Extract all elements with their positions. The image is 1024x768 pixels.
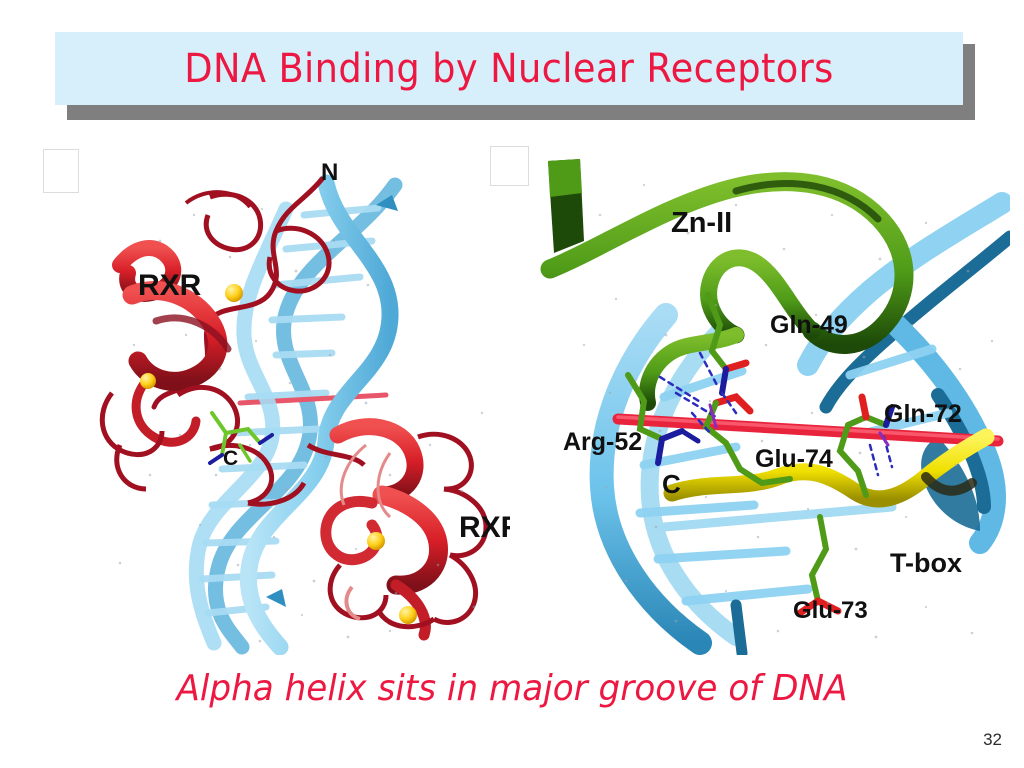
rxr-domain-lower bbox=[306, 418, 489, 641]
base-pair-rod bbox=[612, 413, 1004, 447]
rxr-domain-upper bbox=[99, 176, 332, 507]
page-title: DNA Binding by Nuclear Receptors bbox=[184, 45, 834, 92]
label-rxr-lower: RXR bbox=[459, 511, 510, 544]
label-n-terminus: N bbox=[321, 159, 338, 186]
label-c-terminus: C bbox=[662, 469, 681, 499]
page-number: 32 bbox=[983, 730, 1002, 749]
title-box: DNA Binding by Nuclear Receptors bbox=[55, 32, 963, 105]
dna-double-helix bbox=[188, 174, 403, 655]
zinc-ion bbox=[399, 606, 417, 624]
image-placeholder-left bbox=[43, 149, 79, 193]
zinc-ion bbox=[140, 373, 156, 389]
side-chains bbox=[625, 292, 895, 617]
label-zn-ii: Zn-II bbox=[671, 207, 732, 239]
label-c-terminus: C bbox=[223, 447, 238, 470]
label-gln-72: Gln-72 bbox=[884, 400, 962, 428]
label-rxr-upper: RXR bbox=[138, 269, 202, 302]
t-box-strand bbox=[663, 428, 995, 508]
zinc-ion bbox=[225, 284, 243, 302]
image-placeholder-right bbox=[490, 146, 529, 186]
label-gln-49: Gln-49 bbox=[770, 311, 848, 339]
label-t-box: T-box bbox=[890, 548, 962, 578]
label-glu-73: Glu-73 bbox=[793, 597, 868, 624]
speckle-texture bbox=[568, 183, 994, 639]
zinc-ion bbox=[367, 532, 385, 550]
label-arg-52: Arg-52 bbox=[563, 428, 642, 456]
figure-zn-ii-t-box: Zn-II Gln-49 Gln-72 Arg-52 Glu-74 C T-bo… bbox=[540, 145, 1010, 655]
label-glu-74: Glu-74 bbox=[755, 445, 833, 473]
figure-rxr-dna-complex: RXR N C RXR bbox=[90, 145, 510, 655]
slide-caption: Alpha helix sits in major groove of DNA bbox=[176, 668, 848, 709]
speckle-texture bbox=[118, 207, 484, 643]
